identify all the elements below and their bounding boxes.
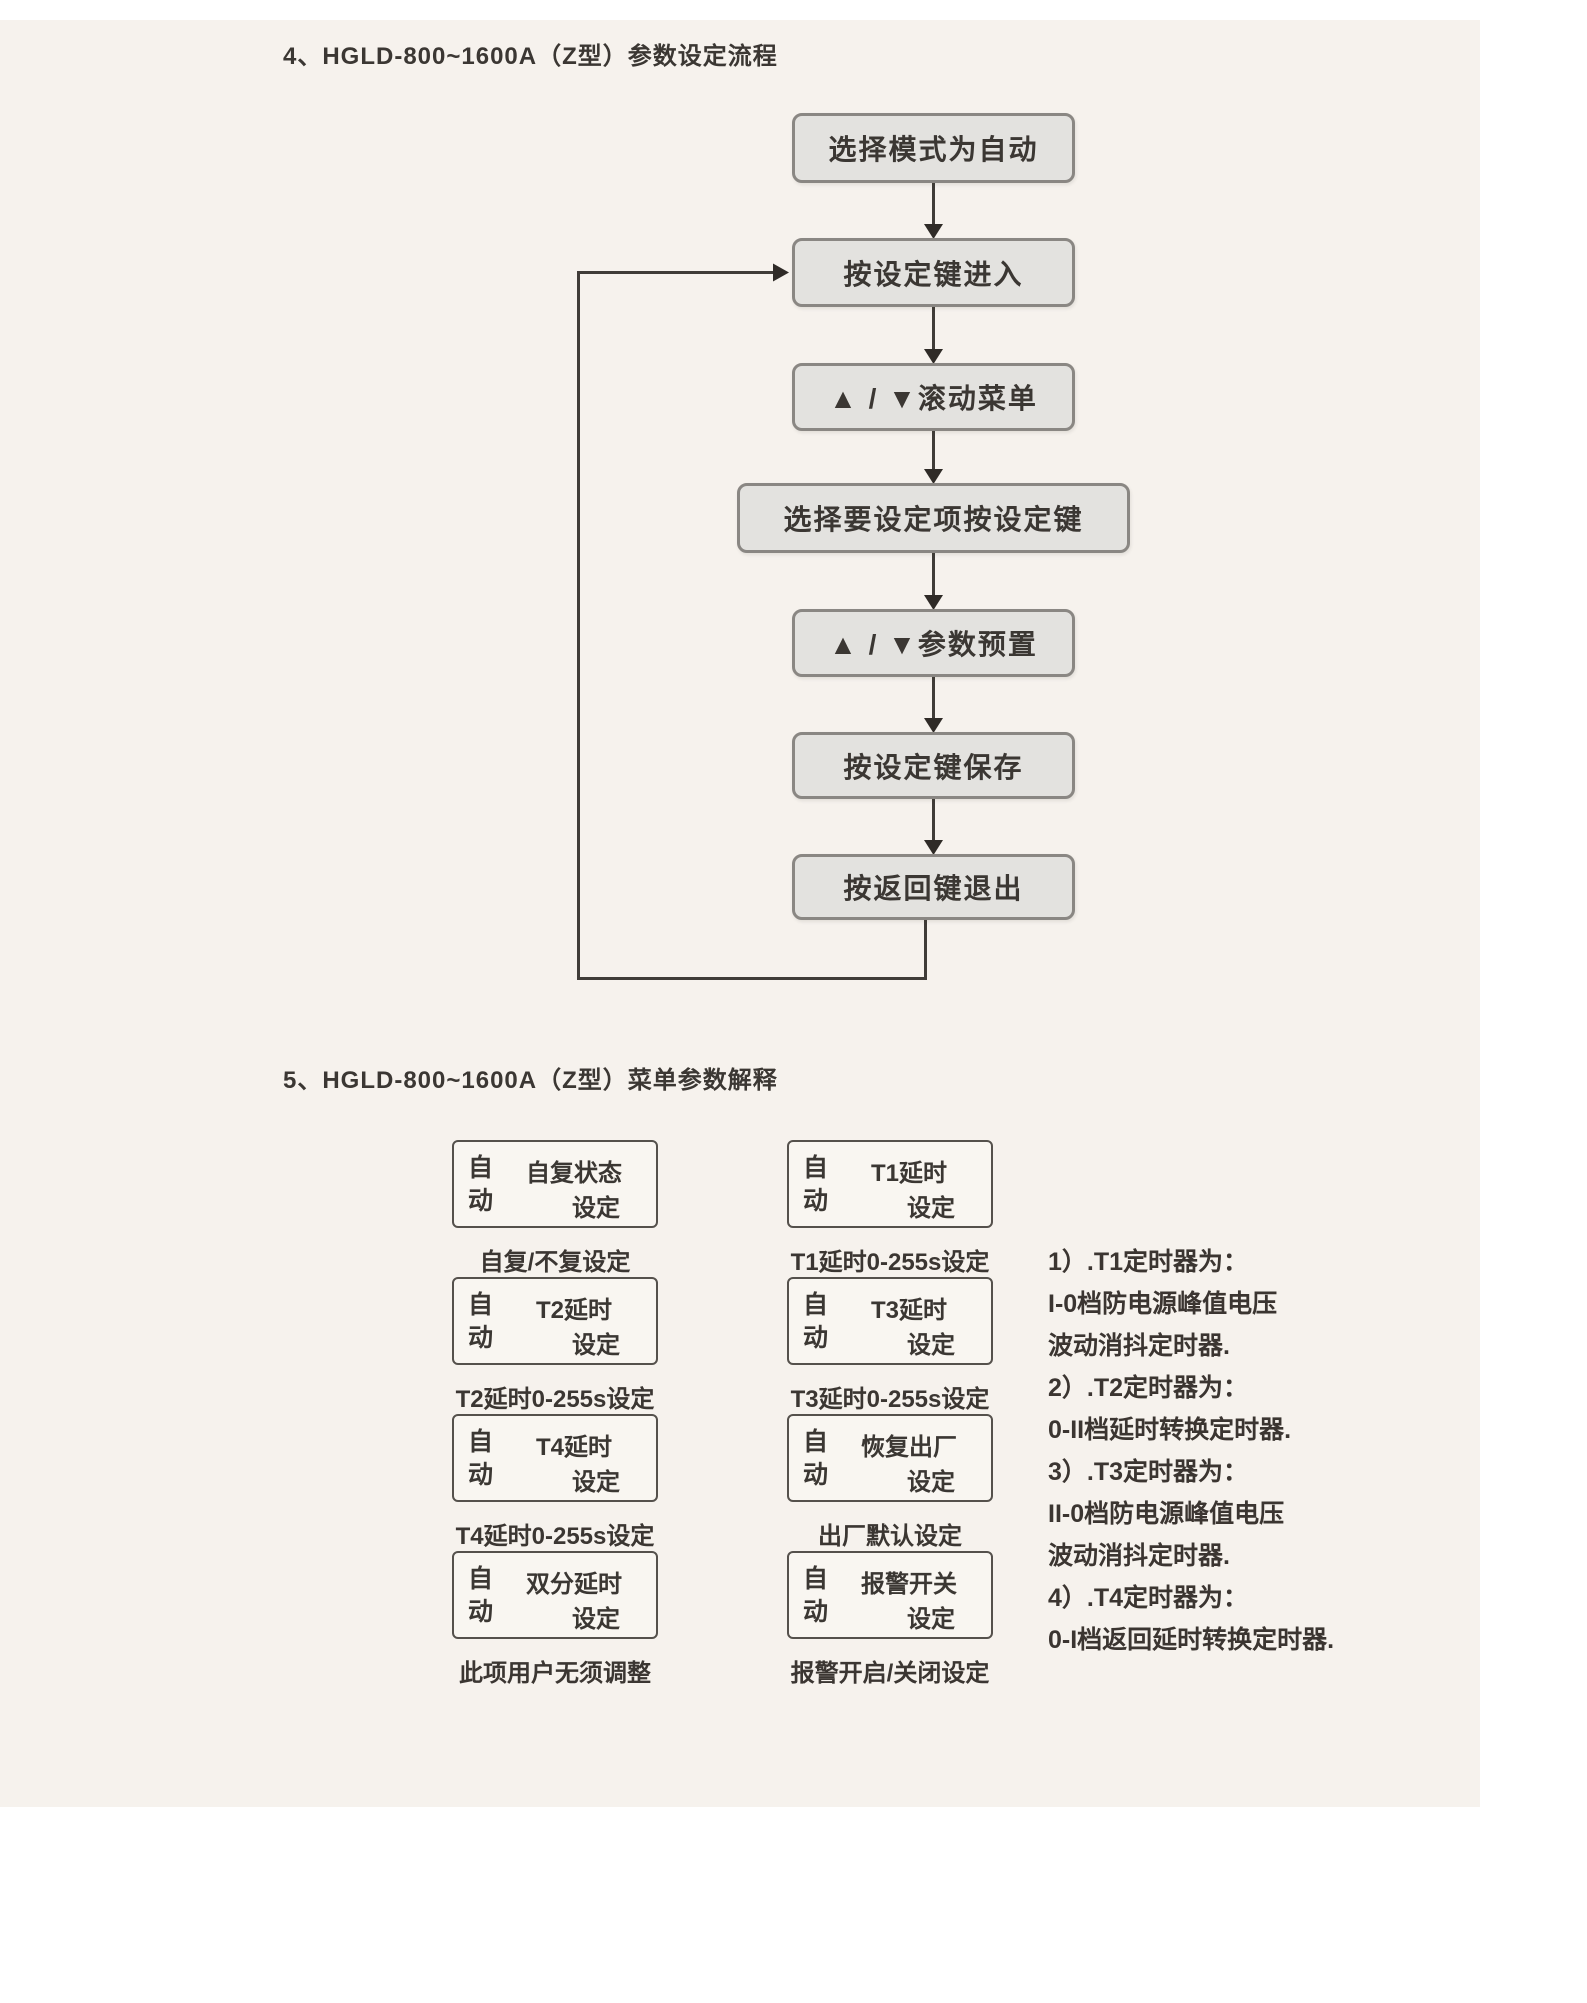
note-line: 0-II档延时转换定时器. xyxy=(1048,1416,1292,1444)
note-line: I-0档防电源峰值电压 xyxy=(1048,1290,1278,1318)
menu-item-setting: 设定 xyxy=(572,1606,620,1633)
menu-item-setting: 设定 xyxy=(907,1469,955,1496)
menu-text: T2延时 设定 xyxy=(502,1289,646,1359)
menu-item-name: 报警开关 xyxy=(861,1571,957,1598)
mode-label: 自动 xyxy=(803,1154,829,1215)
lcd-display-box: 自动 恢复出厂 设定 xyxy=(787,1414,993,1502)
menu-item-name: 恢复出厂 xyxy=(861,1434,957,1461)
flow-step-choose-item-press-set: 选择要设定项按设定键 xyxy=(737,483,1130,553)
flow-step-scroll-menu: ▲ / ▼滚动菜单 xyxy=(792,363,1075,431)
note-line: 2）.T2定时器为： xyxy=(1048,1374,1249,1402)
mode-label: 自动 xyxy=(803,1428,829,1489)
menu-caption: 报警开启/关闭设定 xyxy=(790,1660,990,1687)
note-line: 0-I档返回延时转换定时器. xyxy=(1048,1626,1335,1654)
flow-step-select-auto-mode: 选择模式为自动 xyxy=(792,113,1075,183)
lcd-display-box: 自动 T2延时 设定 xyxy=(452,1277,658,1365)
menu-cell-t1-delay: 自动 T1延时 设定 T1延时0-255s设定 xyxy=(787,1140,993,1277)
lcd-display-box: 自动 T3延时 设定 xyxy=(787,1277,993,1365)
lcd-display-box: 自动 T1延时 设定 xyxy=(787,1140,993,1228)
menu-caption: T3延时0-255s设定 xyxy=(790,1386,990,1413)
menu-item-name: 自复状态 xyxy=(526,1160,622,1187)
menu-caption: 此项用户无须调整 xyxy=(459,1660,651,1687)
note-line: 波动消抖定时器. xyxy=(1048,1542,1230,1570)
flowchart-connectors xyxy=(577,183,943,980)
menu-caption: 出厂默认设定 xyxy=(818,1523,962,1550)
menu-cell-factory-reset: 自动 恢复出厂 设定 出厂默认设定 xyxy=(787,1414,993,1551)
timer-notes: 1）.T1定时器为： I-0档防电源峰值电压 波动消抖定时器. 2）.T2定时器… xyxy=(1048,1241,1378,1661)
menu-item-setting: 设定 xyxy=(572,1195,620,1222)
note-line: 1）.T1定时器为： xyxy=(1048,1248,1249,1276)
mode-label: 自动 xyxy=(803,1291,829,1352)
menu-item-setting: 设定 xyxy=(572,1469,620,1496)
note-line: 4）.T4定时器为： xyxy=(1048,1584,1249,1612)
menu-text: 自复状态 设定 xyxy=(502,1152,646,1222)
menu-item-name: T4延时 xyxy=(535,1434,612,1461)
flow-step-press-set-save: 按设定键保存 xyxy=(792,732,1075,799)
menu-caption: T4延时0-255s设定 xyxy=(455,1523,655,1550)
mode-label: 自动 xyxy=(468,1154,494,1215)
section4-title: 4、HGLD-800~1600A（Z型）参数设定流程 xyxy=(283,43,778,70)
mode-label: 自动 xyxy=(468,1291,494,1352)
flow-step-press-return-exit: 按返回键退出 xyxy=(792,854,1075,920)
menu-text: T1延时 设定 xyxy=(837,1152,981,1222)
menu-cell-double-split-delay: 自动 双分延时 设定 此项用户无须调整 xyxy=(452,1551,658,1688)
lcd-display-box: 自动 自复状态 设定 xyxy=(452,1140,658,1228)
mode-label: 自动 xyxy=(803,1565,829,1626)
menu-item-setting: 设定 xyxy=(907,1195,955,1222)
menu-cell-t2-delay: 自动 T2延时 设定 T2延时0-255s设定 xyxy=(452,1277,658,1414)
flow-step-preset-parameter: ▲ / ▼参数预置 xyxy=(792,609,1075,677)
mode-label: 自动 xyxy=(468,1428,494,1489)
menu-item-name: T2延时 xyxy=(535,1297,612,1324)
note-line: II-0档防电源峰值电压 xyxy=(1048,1500,1285,1528)
lcd-display-box: 自动 双分延时 设定 xyxy=(452,1551,658,1639)
menu-item-name: T1延时 xyxy=(870,1160,947,1187)
menu-item-name: T3延时 xyxy=(870,1297,947,1324)
mode-label: 自动 xyxy=(468,1565,494,1626)
menu-caption: T2延时0-255s设定 xyxy=(455,1386,655,1413)
section5-title: 5、HGLD-800~1600A（Z型）菜单参数解释 xyxy=(283,1067,778,1094)
menu-cell-self-reset: 自动 自复状态 设定 自复/不复设定 xyxy=(452,1140,658,1277)
menu-text: 报警开关 设定 xyxy=(837,1563,981,1633)
menu-text: 双分延时 设定 xyxy=(502,1563,646,1633)
menu-text: T4延时 设定 xyxy=(502,1426,646,1496)
page-background xyxy=(0,20,1480,1807)
menu-caption: 自复/不复设定 xyxy=(479,1249,631,1276)
flow-step-press-set-enter: 按设定键进入 xyxy=(792,238,1075,307)
note-line: 3）.T3定时器为： xyxy=(1048,1458,1249,1486)
menu-cell-t3-delay: 自动 T3延时 设定 T3延时0-255s设定 xyxy=(787,1277,993,1414)
menu-caption: T1延时0-255s设定 xyxy=(790,1249,990,1276)
note-line: 波动消抖定时器. xyxy=(1048,1332,1230,1360)
menu-item-setting: 设定 xyxy=(907,1332,955,1359)
menu-text: 恢复出厂 设定 xyxy=(837,1426,981,1496)
menu-cell-alarm-switch: 自动 报警开关 设定 报警开启/关闭设定 xyxy=(787,1551,993,1688)
menu-item-name: 双分延时 xyxy=(526,1571,622,1598)
lcd-display-box: 自动 T4延时 设定 xyxy=(452,1414,658,1502)
lcd-display-box: 自动 报警开关 设定 xyxy=(787,1551,993,1639)
menu-item-setting: 设定 xyxy=(572,1332,620,1359)
menu-text: T3延时 设定 xyxy=(837,1289,981,1359)
menu-item-setting: 设定 xyxy=(907,1606,955,1633)
menu-cell-t4-delay: 自动 T4延时 设定 T4延时0-255s设定 xyxy=(452,1414,658,1551)
